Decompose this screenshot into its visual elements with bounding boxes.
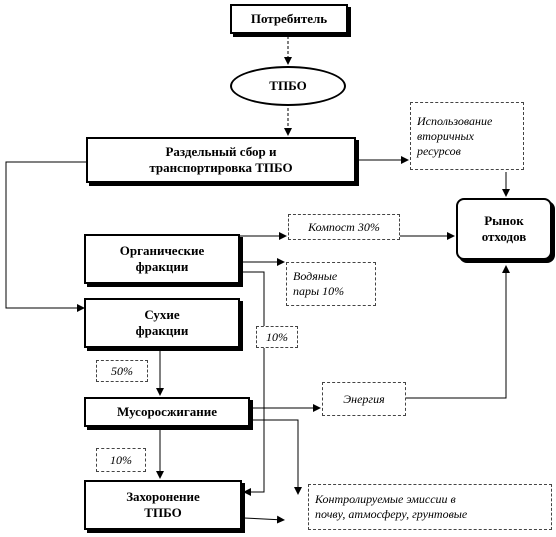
secondary-resources-label: Использование вторичных ресурсов <box>417 113 493 158</box>
incineration-node: Мусоросжигание <box>84 397 250 427</box>
msw-node: ТПБО <box>230 66 346 106</box>
collection-node: Раздельный сбор и транспортировка ТПБО <box>86 137 356 183</box>
compost-label: Компост 30% <box>308 219 380 234</box>
arrow-organic-to-landfill <box>240 271 265 496</box>
arrow-energy-to-market <box>406 265 510 399</box>
consumer-label: Потребитель <box>250 11 328 26</box>
landfill-label: Захоронение ТПБО <box>126 489 200 520</box>
pct-organic-landfill-node: 10% <box>256 326 298 348</box>
incineration-label: Мусоросжигание <box>116 404 218 419</box>
consumer-node: Потребитель <box>230 4 348 34</box>
secondary-resources-node: Использование вторичных ресурсов <box>410 102 524 170</box>
water-vapor-label: Водяные пары 10% <box>293 269 345 298</box>
energy-node: Энергия <box>322 382 406 416</box>
market-label: Рынок отходов <box>481 213 527 244</box>
dry-node: Сухие фракции <box>84 298 240 348</box>
arrow-landfill-to-emissions <box>243 515 285 524</box>
collection-label: Раздельный сбор и транспортировка ТПБО <box>149 144 293 175</box>
pct-incineration-landfill-label: 10% <box>110 452 132 467</box>
water-vapor-node: Водяные пары 10% <box>286 262 376 306</box>
market-node: Рынок отходов <box>456 198 552 260</box>
emissions-label: Контролируемые эмиссии в почву, атмосфер… <box>315 492 468 521</box>
energy-label: Энергия <box>343 391 385 406</box>
organic-node: Органические фракции <box>84 234 240 284</box>
pct-dry-incineration-node: 50% <box>96 360 148 382</box>
compost-node: Компост 30% <box>288 214 400 240</box>
organic-label: Органические фракции <box>119 243 205 274</box>
arrow-incineration-to-emissions <box>250 419 302 495</box>
pct-organic-landfill-label: 10% <box>266 329 288 344</box>
emissions-node: Контролируемые эмиссии в почву, атмосфер… <box>308 484 552 530</box>
pct-incineration-landfill-node: 10% <box>96 448 146 472</box>
dry-label: Сухие фракции <box>135 307 189 338</box>
arrow-collection-to-dry <box>5 161 86 312</box>
pct-dry-incineration-label: 50% <box>111 363 133 378</box>
landfill-node: Захоронение ТПБО <box>84 480 242 530</box>
msw-label: ТПБО <box>269 78 307 93</box>
